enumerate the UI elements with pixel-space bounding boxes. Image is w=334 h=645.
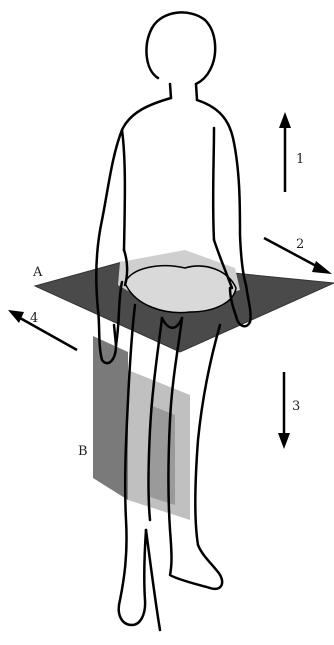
arrow-3-inferior: [278, 372, 290, 449]
label-arrow-2: 2: [296, 237, 304, 252]
label-plane-a: A: [32, 265, 43, 280]
label-plane-b: B: [78, 444, 88, 459]
arrow-1-superior: [279, 112, 291, 192]
label-arrow-1: 1: [296, 152, 304, 167]
label-arrow-4: 4: [30, 311, 38, 326]
label-arrow-3: 3: [292, 399, 300, 414]
arrow-4-medial: [8, 310, 77, 350]
